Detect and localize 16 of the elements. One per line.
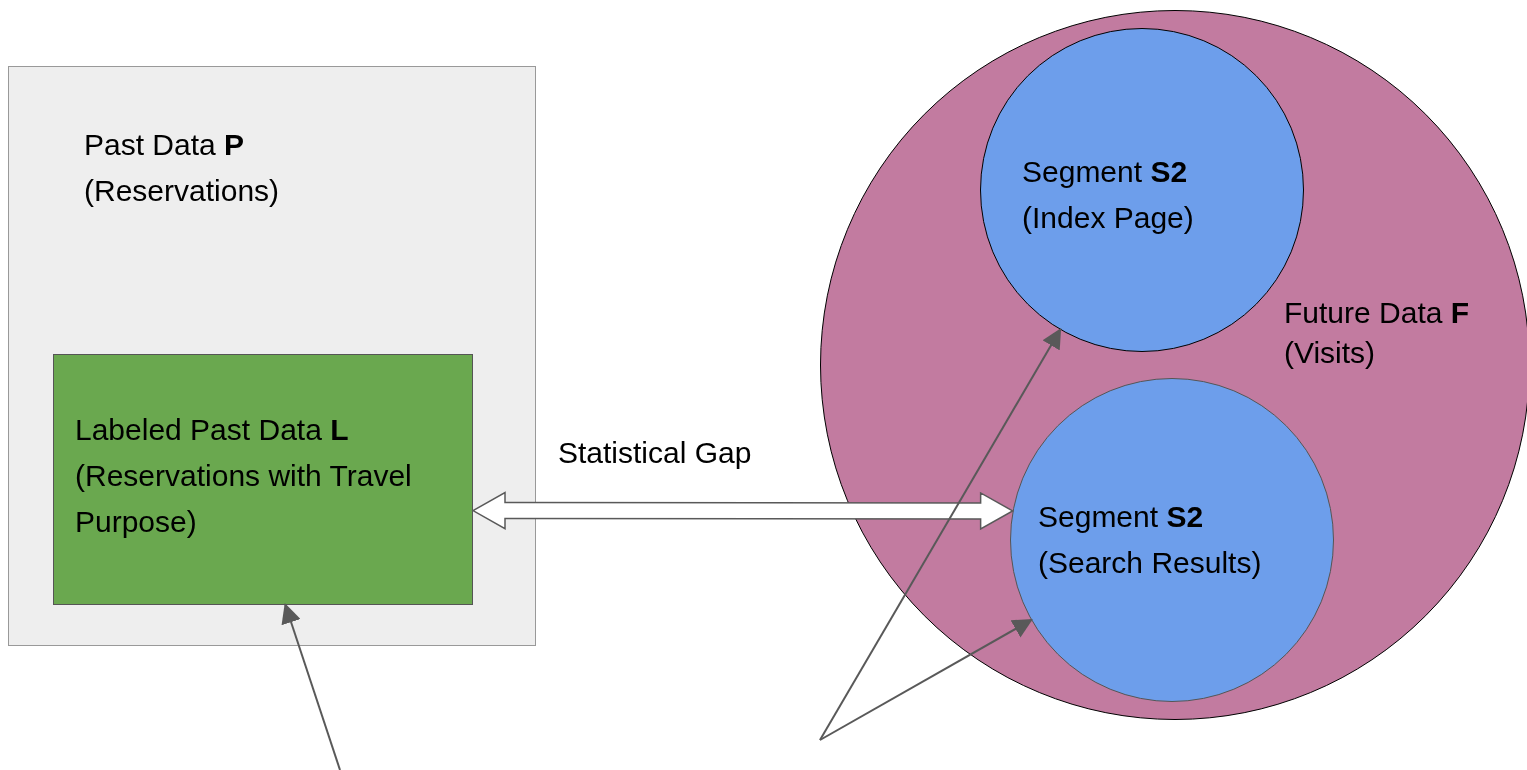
double-arrow	[471, 491, 1015, 531]
node-subtitle: (Reservations)	[84, 173, 281, 209]
arrow	[819, 619, 1033, 741]
labeled-data-box	[53, 354, 473, 605]
node-title: Future Data F	[1284, 295, 1471, 331]
node-title: Segment S2	[1022, 154, 1189, 190]
node-subtitle: (Reservations with Travel Purpose)	[75, 458, 413, 540]
arrow	[819, 328, 1062, 741]
node-title: Labeled Past Data L	[75, 412, 350, 448]
node-subtitle: (Index Page)	[1022, 200, 1195, 236]
container-box	[8, 66, 536, 646]
node-subtitle: (Search Results)	[1038, 545, 1263, 581]
node-title: Past Data P	[84, 127, 246, 163]
node-subtitle: (Visits)	[1284, 335, 1377, 371]
arrow	[281, 603, 341, 770]
node-title: Segment S2	[1038, 499, 1205, 535]
